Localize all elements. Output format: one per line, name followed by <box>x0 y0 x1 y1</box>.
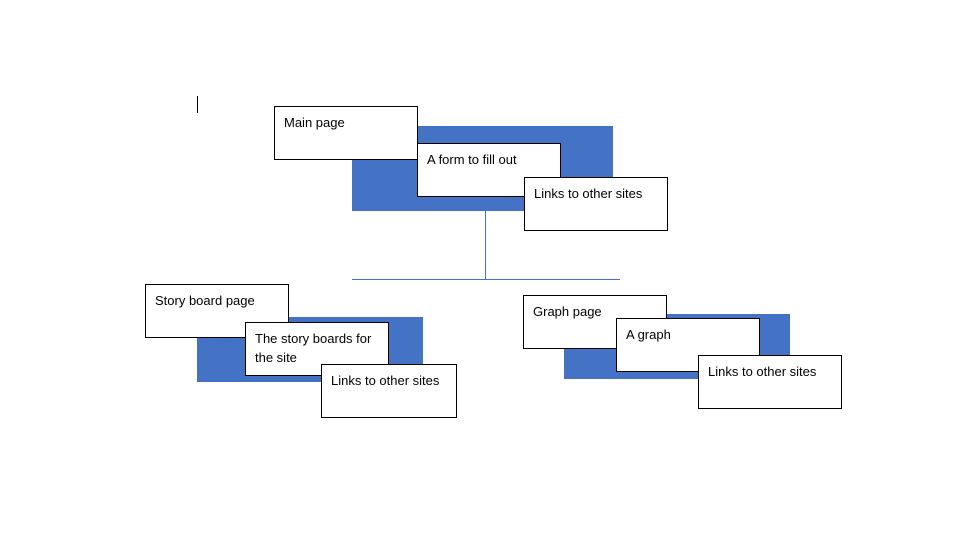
form-label: A form to fill out <box>427 152 517 167</box>
story-links-box[interactable]: Links to other sites <box>321 364 457 418</box>
main-links-box[interactable]: Links to other sites <box>524 177 668 231</box>
story-page-label: Story board page <box>155 293 255 308</box>
main-page-label: Main page <box>284 115 345 130</box>
story-content-label: The story boards for the site <box>255 331 372 365</box>
story-content-box[interactable]: The story boards for the site <box>245 322 389 376</box>
connector-horizontal <box>352 279 620 280</box>
text-cursor <box>197 96 198 113</box>
connector-vertical <box>485 211 486 280</box>
main-links-label: Links to other sites <box>534 186 643 201</box>
graph-links-box[interactable]: Links to other sites <box>698 355 842 409</box>
graph-links-label: Links to other sites <box>708 364 817 379</box>
story-links-label: Links to other sites <box>331 373 440 388</box>
graph-page-label: Graph page <box>533 304 602 319</box>
main-page-box[interactable]: Main page <box>274 106 418 160</box>
graph-content-label: A graph <box>626 327 671 342</box>
